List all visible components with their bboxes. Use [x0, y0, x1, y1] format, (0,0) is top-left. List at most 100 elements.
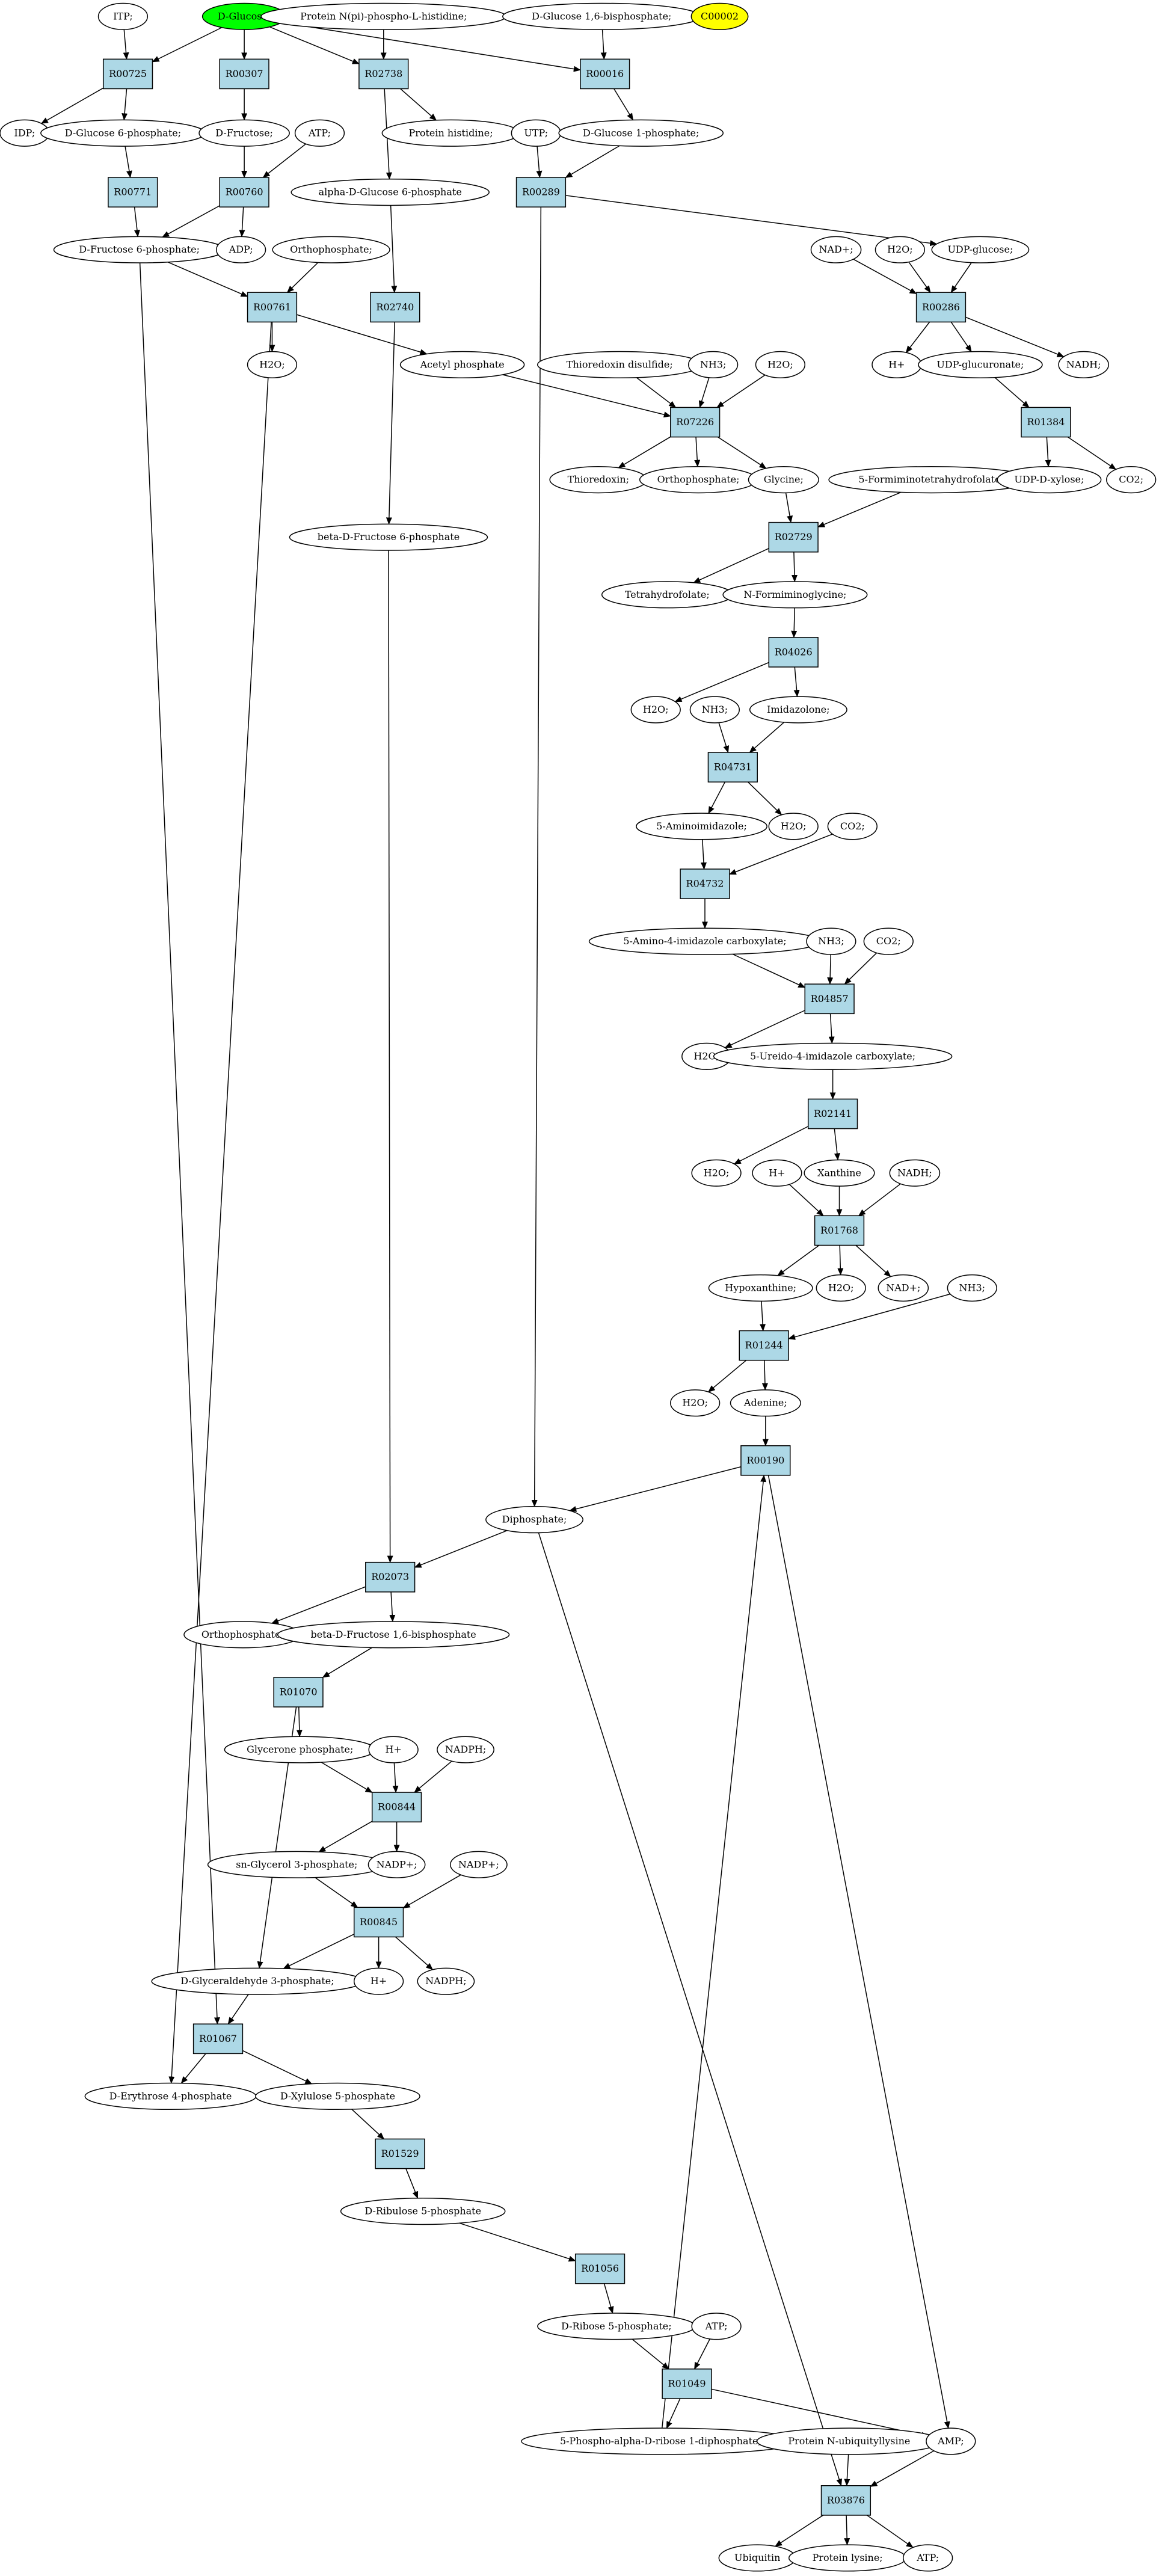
reaction-node-R00190[interactable]: R00190 — [740, 1445, 791, 1476]
compound-node-nfgly[interactable]: N-Formiminoglycine; — [722, 581, 868, 609]
compound-node-xanthine[interactable]: Xanthine — [804, 1159, 875, 1187]
compound-node-nh3c[interactable]: NH3; — [806, 927, 856, 955]
compound-node-nh3d[interactable]: NH3; — [947, 1274, 997, 1302]
reaction-node-R00761[interactable]: R00761 — [247, 292, 298, 323]
compound-node-ortho3[interactable]: Orthophosphate; — [183, 1621, 302, 1649]
compound-node-atp2[interactable]: ATP; — [691, 2313, 742, 2340]
compound-node-h2o3[interactable]: H2O; — [755, 351, 806, 378]
compound-node-dfructose[interactable]: D-Fructose; — [198, 119, 290, 147]
compound-node-nadh1[interactable]: NADH; — [1058, 351, 1109, 378]
reaction-node-R00016[interactable]: R00016 — [580, 58, 630, 90]
compound-node-prothis[interactable]: Protein histidine; — [381, 119, 520, 147]
compound-node-h2o1[interactable]: H2O; — [875, 236, 925, 263]
compound-node-df6p[interactable]: D-Fructose 6-phosphate; — [53, 236, 226, 263]
compound-node-thf[interactable]: Tetrahydrofolate; — [601, 581, 733, 609]
compound-node-hypox[interactable]: Hypoxanthine; — [708, 1274, 813, 1302]
reaction-node-R00307[interactable]: R00307 — [219, 58, 269, 90]
compound-node-h2o2[interactable]: H2O; — [247, 351, 298, 378]
compound-node-h2o4[interactable]: H2O; — [630, 696, 681, 724]
compound-node-nadplus2[interactable]: NAD+; — [878, 1274, 929, 1302]
compound-node-dglc16bp[interactable]: D-Glucose 1,6-bisphosphate; — [502, 2, 701, 30]
compound-node-nadph1[interactable]: NADPH; — [437, 1736, 494, 1763]
compound-node-adg6p[interactable]: alpha-D-Glucose 6-phosphate — [291, 178, 490, 206]
reaction-node-R07226[interactable]: R07226 — [670, 407, 721, 438]
compound-node-ortho2[interactable]: Orthophosphate; — [639, 466, 758, 494]
compound-node-prpp[interactable]: 5-Phospho-alpha-D-ribose 1-diphosphate; — [521, 2427, 801, 2455]
compound-node-bdf16bp[interactable]: beta-D-Fructose 1,6-bisphosphate — [277, 1621, 510, 1649]
reaction-node-R03876[interactable]: R03876 — [820, 2485, 872, 2516]
reaction-node-R01384[interactable]: R01384 — [1021, 407, 1071, 438]
compound-node-bdf6p[interactable]: beta-D-Fructose 6-phosphate — [289, 523, 488, 551]
reaction-node-R04731[interactable]: R04731 — [707, 752, 758, 782]
compound-node-nh3b[interactable]: NH3; — [689, 696, 740, 724]
compound-node-amp[interactable]: AMP; — [926, 2427, 976, 2455]
reaction-node-R04026[interactable]: R04026 — [768, 637, 819, 668]
compound-node-itp[interactable]: ITP; — [97, 2, 149, 30]
reaction-node-R02073[interactable]: R02073 — [365, 1561, 416, 1593]
compound-node-co2b[interactable]: CO2; — [827, 813, 878, 840]
reaction-node-R01049[interactable]: R01049 — [662, 2369, 712, 2399]
compound-node-udpglcur[interactable]: UDP-glucuronate; — [918, 351, 1043, 378]
reaction-node-R00725[interactable]: R00725 — [102, 58, 153, 90]
compound-node-thiored[interactable]: Thioredoxin; — [549, 466, 648, 494]
compound-node-nadh2[interactable]: NADH; — [889, 1159, 941, 1187]
compound-node-nadph2[interactable]: NADPH; — [417, 1967, 475, 1995]
query-compound-node-c00002[interactable]: C00002 — [690, 2, 749, 30]
reaction-node-R00771[interactable]: R00771 — [108, 177, 158, 207]
compound-node-dr5p[interactable]: D-Ribose 5-phosphate; — [537, 2313, 696, 2340]
reaction-node-R01056[interactable]: R01056 — [574, 2253, 626, 2284]
compound-node-dg1p[interactable]: D-Glucose 1-phosphate; — [558, 119, 724, 147]
compound-node-nadp1[interactable]: NAD+; — [810, 236, 862, 263]
compound-node-protnubl[interactable]: Protein N-ubiquityllysine — [756, 2427, 942, 2455]
compound-node-fthf[interactable]: 5-Formiminotetrahydrofolate; — [828, 466, 1034, 494]
compound-node-dx5p[interactable]: D-Xylulose 5-phosphate — [255, 2082, 420, 2110]
compound-node-h2o9[interactable]: H2O; — [670, 1389, 721, 1417]
compound-node-thiodis[interactable]: Thioredoxin disulfide; — [536, 351, 702, 378]
compound-node-udpxyl[interactable]: UDP-D-xylose; — [997, 466, 1102, 494]
compound-node-protlys[interactable]: Protein lysine; — [788, 2544, 907, 2572]
compound-node-diphos[interactable]: Diphosphate; — [485, 1506, 583, 1534]
compound-node-imidazolone[interactable]: Imidazolone; — [749, 696, 847, 724]
compound-node-hplus4[interactable]: H+ — [353, 1967, 404, 1995]
reaction-node-R01244[interactable]: R01244 — [739, 1330, 789, 1361]
compound-node-nadpplus1[interactable]: NADP+; — [367, 1851, 426, 1878]
compound-node-dga3p[interactable]: D-Glyceraldehyde 3-phosphate; — [151, 1967, 364, 1995]
compound-node-hplus1[interactable]: H+ — [872, 351, 922, 378]
compound-node-dru5p[interactable]: D-Ribulose 5-phosphate — [340, 2198, 506, 2225]
compound-node-adenine[interactable]: Adenine; — [730, 1389, 801, 1417]
reaction-node-R00289[interactable]: R00289 — [515, 177, 567, 207]
reaction-node-R02729[interactable]: R02729 — [768, 521, 819, 553]
reaction-node-R01070[interactable]: R01070 — [273, 1677, 324, 1708]
compound-node-idp[interactable]: IDP; — [0, 119, 50, 147]
compound-node-utp[interactable]: UTP; — [511, 119, 561, 147]
compound-node-glycine[interactable]: Glycine; — [748, 466, 819, 494]
reaction-node-R04732[interactable]: R04732 — [680, 868, 730, 899]
compound-node-atp1[interactable]: ATP; — [294, 119, 345, 147]
reaction-node-R00760[interactable]: R00760 — [219, 177, 269, 207]
compound-node-aminoimid[interactable]: 5-Aminoimidazole; — [636, 813, 767, 840]
compound-node-h2o8[interactable]: H2O; — [816, 1274, 866, 1302]
compound-node-nadpplus2[interactable]: NADP+; — [449, 1851, 508, 1878]
reaction-node-R01529[interactable]: R01529 — [375, 2138, 425, 2169]
reaction-node-R01067[interactable]: R01067 — [192, 2023, 244, 2055]
compound-node-protnphos[interactable]: Protein N(pi)-phospho-L-histidine; — [260, 2, 507, 30]
reaction-node-R00844[interactable]: R00844 — [371, 1792, 422, 1822]
compound-node-acetylp[interactable]: Acetyl phosphate — [399, 351, 525, 378]
compound-node-glyceronep[interactable]: Glycerone phosphate; — [224, 1736, 376, 1763]
compound-node-ubiquitin[interactable]: Ubiquitin — [718, 2544, 796, 2572]
compound-node-nh3a[interactable]: NH3; — [688, 351, 739, 378]
start-compound-node-dglucose[interactable]: D-Glucose; — [201, 2, 287, 30]
compound-node-atp3[interactable]: ATP; — [903, 2544, 953, 2572]
compound-node-h2o5[interactable]: H2O; — [768, 813, 819, 840]
compound-node-dg6p[interactable]: D-Glucose 6-phosphate; — [40, 119, 206, 147]
compound-node-h2o7[interactable]: H2O; — [691, 1159, 742, 1187]
reaction-node-R00286[interactable]: R00286 — [915, 292, 967, 323]
reaction-node-R01768[interactable]: R01768 — [814, 1215, 865, 1246]
reaction-node-R04857[interactable]: R04857 — [804, 983, 855, 1015]
compound-node-sng3p[interactable]: sn-Glycerol 3-phosphate; — [207, 1851, 386, 1878]
reaction-node-R02141[interactable]: R02141 — [807, 1098, 858, 1130]
compound-node-hplus3[interactable]: H+ — [368, 1736, 419, 1763]
compound-node-hplus2[interactable]: H+ — [752, 1159, 802, 1187]
compound-node-ortho1[interactable]: Orthophosphate; — [272, 236, 390, 263]
compound-node-adp[interactable]: ADP; — [216, 236, 266, 263]
